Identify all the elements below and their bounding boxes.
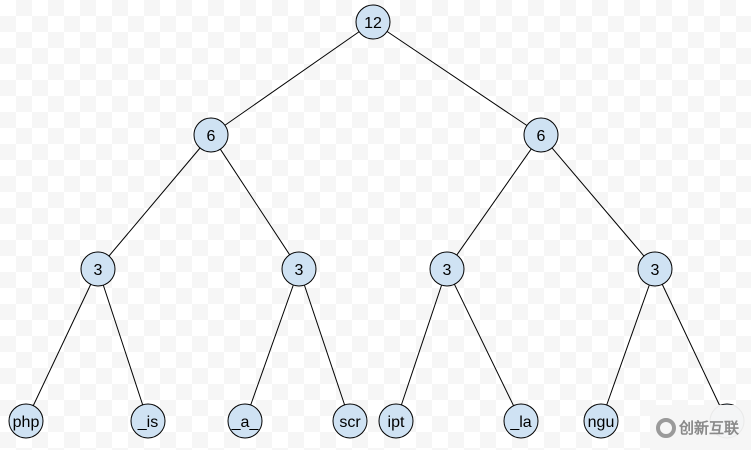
node-circle	[503, 403, 539, 439]
watermark-logo-icon	[656, 417, 676, 438]
tree-edge	[456, 148, 532, 256]
node-circle	[8, 403, 44, 439]
node-label: 3	[295, 262, 304, 279]
node-label: 3	[443, 262, 452, 279]
node-label: 6	[537, 128, 546, 145]
node-circle	[523, 117, 559, 153]
tree-edge	[102, 284, 144, 406]
tree-edge	[453, 284, 515, 406]
tree-node: php	[8, 403, 44, 439]
node-circle	[227, 403, 263, 439]
node-circle	[332, 403, 368, 439]
watermark-text: 创新互联	[679, 420, 740, 437]
node-circle	[130, 403, 166, 439]
node-label: 3	[94, 262, 103, 279]
tree-edge	[32, 284, 92, 406]
node-label: _is	[137, 414, 158, 431]
tree-node: _la	[503, 403, 539, 439]
tree-node: 3	[80, 251, 116, 287]
node-circle	[637, 251, 673, 287]
node-label: _a_	[231, 414, 260, 431]
node-label: 12	[364, 15, 382, 32]
tree-edge	[551, 147, 645, 257]
tree-node: ipt	[378, 403, 414, 439]
tree-node: 12	[355, 4, 391, 40]
tree-edge	[661, 284, 721, 406]
node-circle	[429, 251, 465, 287]
tree-node: _a_	[227, 403, 263, 439]
node-label: ngu	[588, 414, 615, 431]
node-circle	[193, 117, 229, 153]
tree-node: 3	[281, 251, 317, 287]
node-circle	[378, 403, 414, 439]
node-circle	[583, 403, 619, 439]
node-circle	[80, 251, 116, 287]
node-circle	[281, 251, 317, 287]
tree-node: _is	[130, 403, 166, 439]
node-label: ipt	[388, 414, 405, 431]
node-label: _la	[509, 414, 531, 431]
tree-node: 6	[193, 117, 229, 153]
node-circle	[355, 4, 391, 40]
tree-node: scr	[332, 403, 368, 439]
tree-node: 6	[523, 117, 559, 153]
node-label: 6	[207, 128, 216, 145]
tree-edge	[250, 284, 294, 406]
watermark: 创新互联	[650, 405, 751, 450]
tree-edge	[224, 31, 360, 126]
tree-edge	[108, 147, 201, 257]
tree-edge	[400, 284, 443, 406]
tree-node: ngu	[583, 403, 619, 439]
tree-edge	[219, 148, 291, 256]
tree-node: 3	[429, 251, 465, 287]
tree-edge	[303, 284, 346, 406]
tree-edge	[606, 284, 650, 406]
tree-edge	[386, 31, 528, 126]
node-label: php	[13, 414, 40, 431]
node-label: scr	[339, 414, 361, 431]
node-label: 3	[651, 262, 660, 279]
tree-node: 3	[637, 251, 673, 287]
